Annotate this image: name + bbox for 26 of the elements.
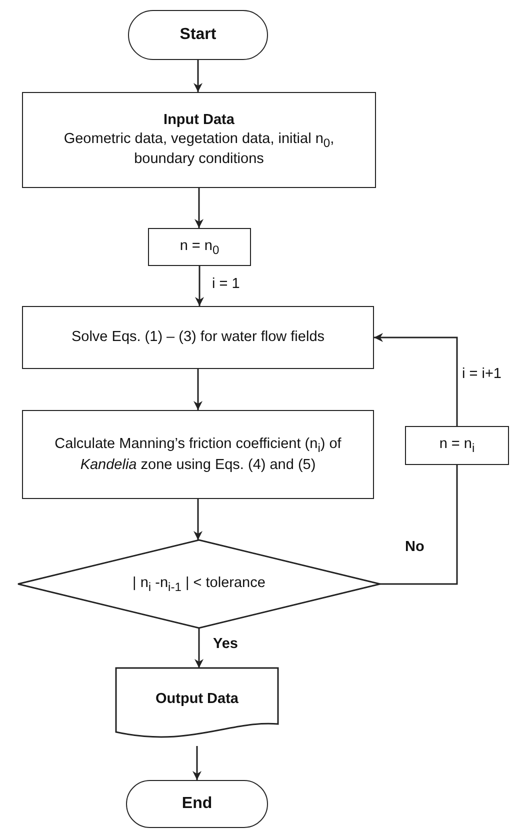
arrow — [374, 333, 458, 426]
arrow — [194, 499, 202, 540]
start-terminal — [128, 10, 268, 60]
arrow — [194, 369, 202, 410]
node-heading: Start — [180, 25, 216, 45]
arrow — [194, 60, 202, 92]
node-heading: End — [182, 794, 212, 814]
arrow — [195, 266, 204, 306]
process-box — [148, 228, 251, 266]
process-box — [22, 306, 374, 369]
node-text: n = n$_{i}$ — [439, 435, 475, 456]
node-heading: Input Data — [164, 111, 234, 130]
end-terminal — [126, 780, 268, 828]
process-box — [405, 426, 509, 465]
node-text: n = n$_{0}$ — [180, 236, 220, 258]
arrow — [194, 628, 204, 668]
node-text: Solve Eqs. (1) – (3) for water flow fields — [71, 328, 325, 347]
arrow — [194, 188, 204, 228]
process-box — [22, 92, 376, 188]
node-text: Geometric data, vegetation data, initial n$_{0}$, boundary conditions — [62, 130, 336, 169]
node-text: Calculate Manning’s friction coefficient (n$_{i}$) of Kandelia zone using Eqs. (4) and (5) — [54, 434, 342, 474]
process-box — [22, 410, 374, 499]
decision-diamond — [18, 540, 380, 628]
node-text: | n$_{i}$ -n$_{i-1}$ | < tolerance — [132, 574, 266, 594]
arrow — [192, 746, 202, 780]
node-heading: Output Data — [156, 690, 238, 708]
